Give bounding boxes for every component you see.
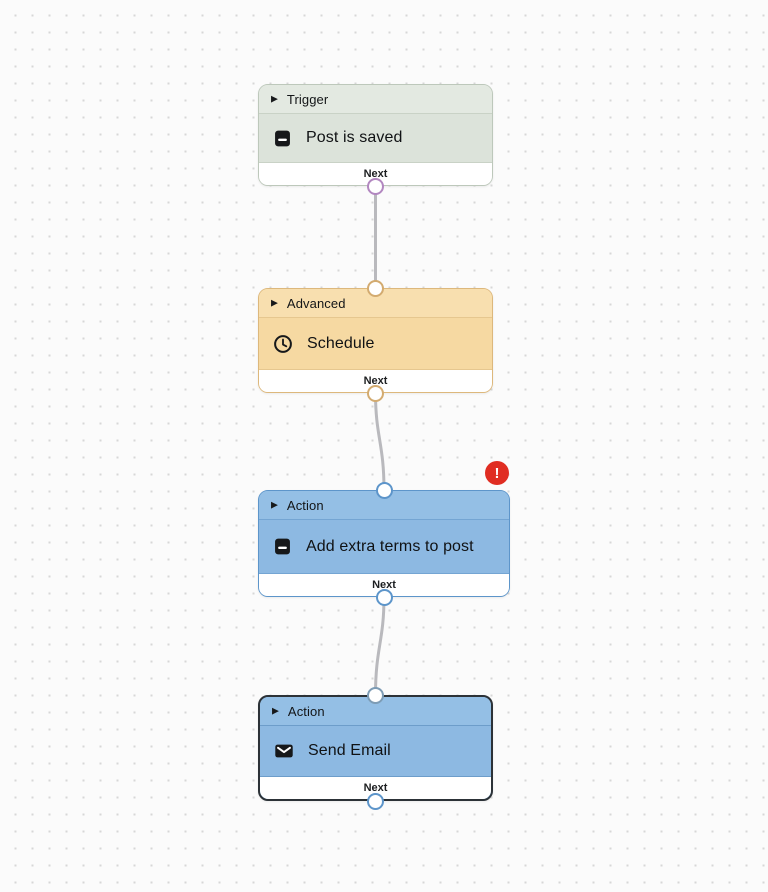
node-output-slot: Next — [259, 162, 492, 185]
port-output-action-send-email[interactable] — [367, 792, 384, 810]
collapse-triangle-icon: ▶ — [271, 93, 278, 103]
node-output-label: Next — [363, 375, 388, 387]
node-title: Post is saved — [306, 129, 403, 146]
node-category-label: Trigger — [286, 91, 329, 107]
email-icon — [273, 740, 295, 762]
clock-icon — [272, 333, 294, 355]
collapse-triangle-icon: ▶ — [271, 499, 278, 509]
node-header[interactable]: ▶ Action — [259, 491, 509, 520]
port-input-advanced-schedule[interactable] — [367, 279, 384, 297]
collapse-triangle-icon: ▶ — [271, 297, 278, 307]
node-output-label: Next — [363, 782, 388, 794]
collapse-triangle-icon: ▶ — [272, 705, 279, 715]
node-body[interactable]: Schedule — [259, 318, 492, 369]
port-output-trigger-post-is-saved[interactable] — [367, 177, 384, 195]
node-body[interactable]: Send Email — [260, 726, 491, 776]
edge-advanced-schedule-to-action-add-extra-terms[interactable] — [374, 391, 386, 492]
node-category-label: Action — [286, 497, 324, 513]
port-input-action-send-email[interactable] — [367, 686, 384, 704]
port-input-action-add-extra-terms[interactable] — [375, 481, 393, 499]
edge-action-add-extra-terms-to-action-send-email[interactable] — [374, 595, 386, 697]
error-badge[interactable]: ! — [485, 461, 509, 485]
node-output-slot: Next — [260, 776, 491, 799]
node-title: Schedule — [307, 334, 375, 352]
node-category-label: Advanced — [286, 295, 346, 311]
port-output-advanced-schedule[interactable] — [367, 384, 384, 402]
node-output-slot: Next — [259, 369, 492, 392]
document-icon — [272, 128, 293, 149]
port-output-action-add-extra-terms[interactable] — [375, 588, 393, 606]
node-category-label: Action — [287, 703, 325, 719]
node-title: Send Email — [308, 742, 391, 759]
document-icon — [272, 536, 293, 557]
node-header[interactable]: ▶ Trigger — [259, 85, 492, 114]
node-output-label: Next — [372, 579, 396, 591]
node-output-label: Next — [363, 168, 388, 180]
node-body[interactable]: Add extra terms to post — [259, 520, 509, 573]
node-output-slot: Next — [259, 573, 509, 596]
node-title: Add extra terms to post — [306, 537, 474, 555]
node-body[interactable]: Post is saved — [259, 114, 492, 162]
